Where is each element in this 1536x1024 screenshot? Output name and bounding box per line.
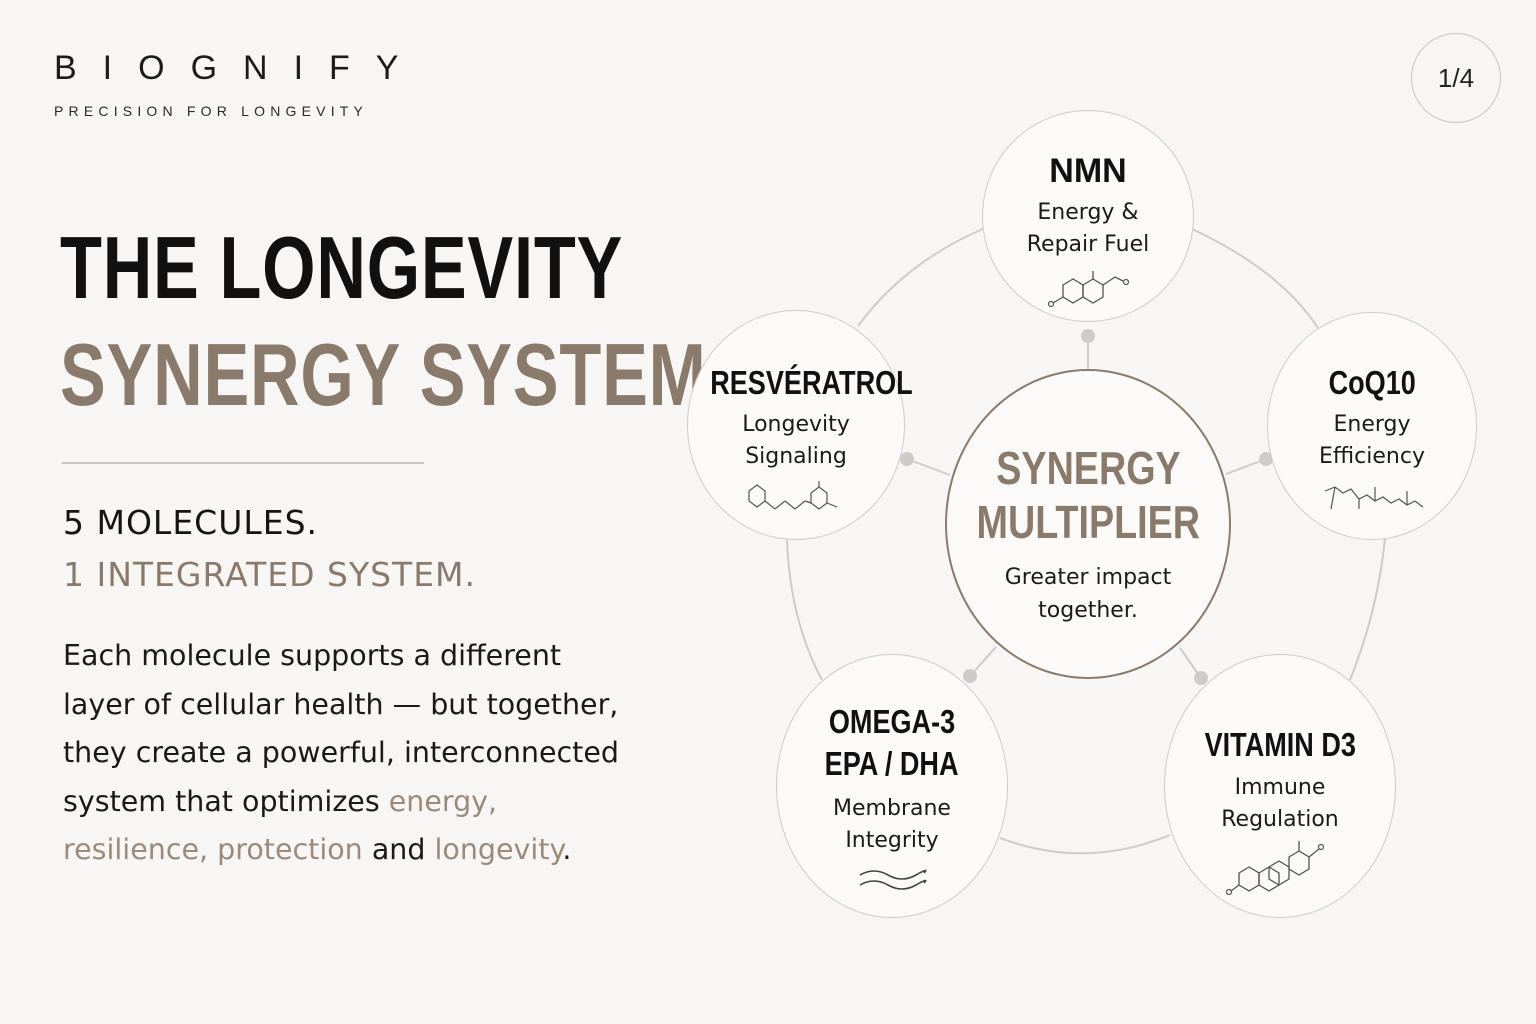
keyword-longevity: longevity xyxy=(434,833,563,866)
node-title: RESVÉRATROL xyxy=(710,364,913,401)
center-subtitle: Greater impact together. xyxy=(1004,565,1172,623)
brand-logo: BIOGNIFY xyxy=(54,49,425,87)
molecule-structure-icon xyxy=(1324,486,1424,510)
body-intro: Each molecule supports a different layer… xyxy=(63,639,619,818)
subheadline-line-2: 1 INTEGRATED SYSTEM. xyxy=(63,555,477,594)
wave-lines-icon xyxy=(859,869,927,890)
molecule-structure-icon xyxy=(1047,271,1130,308)
headline-line-1: THE LONGEVITY xyxy=(60,218,624,317)
ring-arc-nmn-coq10 xyxy=(1191,228,1319,329)
body-conjunction: and xyxy=(371,833,426,866)
spoke-resveratrol xyxy=(906,458,951,476)
molecule-node-resveratrol: RESVÉRATROL Longevity Signaling xyxy=(687,310,913,540)
ring-arc-omega-resveratrol xyxy=(786,539,823,681)
molecule-node-vitamin-d3: VITAMIN D3 Immune Regulation xyxy=(1164,654,1396,918)
node-subtitle: Energy & Repair Fuel xyxy=(1026,200,1150,257)
molecule-node-omega-3: OMEGA-3 EPA / DHA Membrane Integrity xyxy=(776,654,1008,918)
molecule-node-coq10: CoQ10 Energy Efficiency xyxy=(1267,312,1477,540)
node-subtitle: Energy Efficiency xyxy=(1319,412,1425,469)
node-subtitle: Membrane Integrity xyxy=(833,796,951,853)
molecule-structure-icon xyxy=(748,481,838,510)
keyword-energy: energy, xyxy=(388,784,498,818)
keyword-protection: protection xyxy=(217,833,363,866)
spoke-dot-nmn xyxy=(1081,329,1095,343)
headline-line-2: SYNERGY SYSTEM xyxy=(60,325,707,424)
body-end: . xyxy=(562,833,572,866)
spoke-dot-omega xyxy=(963,669,977,683)
node-title: VITAMIN D3 xyxy=(1204,726,1356,763)
node-title: CoQ10 xyxy=(1328,364,1416,401)
section-divider xyxy=(62,462,424,464)
center-title-line-1: SYNERGY xyxy=(995,442,1181,494)
spoke-dot-vitamin xyxy=(1194,671,1208,685)
center-title-line-2: MULTIPLIER xyxy=(976,496,1200,548)
spoke-dot-coq10 xyxy=(1259,452,1273,466)
ring-arc-coq10-vitamin xyxy=(1349,537,1386,681)
node-subtitle: Immune Regulation xyxy=(1221,775,1339,832)
molecule-node-nmn: NMN Energy & Repair Fuel xyxy=(982,110,1194,322)
body-paragraph: Each molecule supports a different layer… xyxy=(63,632,623,875)
ring-arc-resveratrol-nmn xyxy=(857,227,986,327)
brand-tagline: PRECISION FOR LONGEVITY xyxy=(54,103,369,119)
node-title-line-1: OMEGA-3 xyxy=(828,703,956,740)
node-title: NMN xyxy=(1049,152,1127,190)
node-title-line-2: EPA / DHA xyxy=(825,745,959,782)
keyword-resilience: resilience, xyxy=(63,833,209,866)
spoke-dot-resveratrol xyxy=(900,452,914,466)
subheadline-line-1: 5 MOLECULES. xyxy=(63,503,319,542)
synergy-multiplier-node: SYNERGY MULTIPLIER Greater impact togeth… xyxy=(945,369,1231,679)
node-subtitle: Longevity Signaling xyxy=(742,412,850,469)
spoke-coq10 xyxy=(1225,458,1267,475)
ring-arc-vitamin-omega xyxy=(999,834,1171,855)
page-indicator: 1/4 xyxy=(1411,33,1501,123)
steroid-structure-icon xyxy=(1225,841,1325,895)
